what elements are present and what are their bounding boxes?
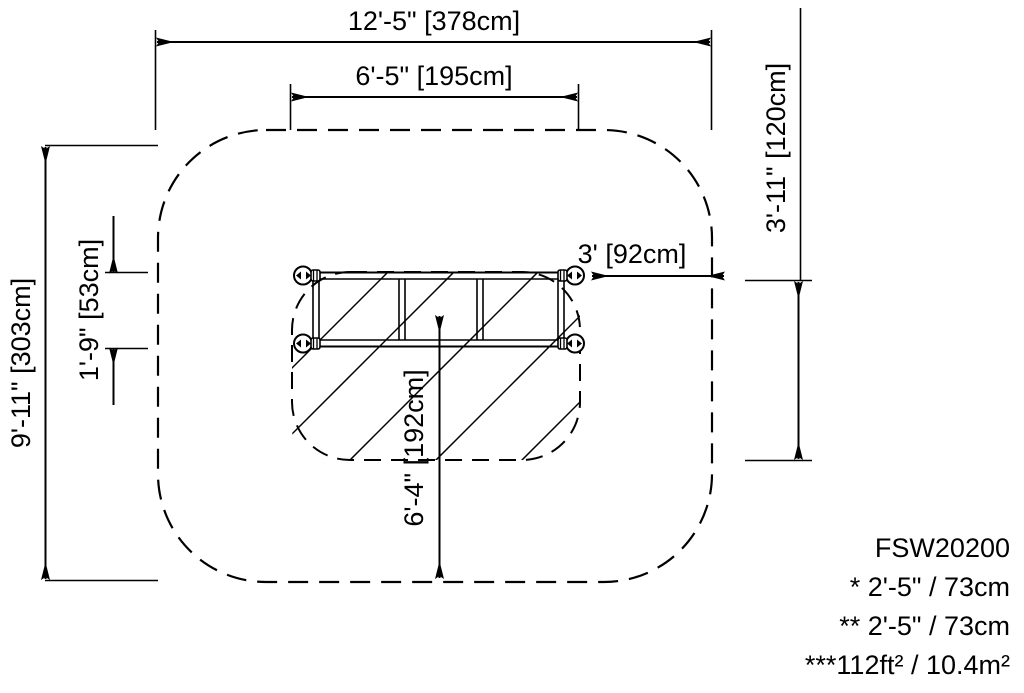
dimension-top-offset-label: 1'-9" [53cm] [74,239,104,381]
notes-block: FSW20200 * 2'-5" / 73cm ** 2'-5" / 73cm … [805,533,1010,680]
note-line-3: ***112ft² / 10.4m² [805,650,1010,680]
dimension-side-clearance: 3' [92cm] [578,239,725,281]
dimension-equipment-width-label: 6'-5" [195cm] [355,61,512,91]
model-number-label: FSW20200 [875,533,1010,563]
dimension-right-clearance: 3'-11" [120cm] [745,8,812,462]
note-line-2: ** 2'-5" / 73cm [839,611,1010,641]
dimension-equipment-width: 6'-5" [195cm] [289,61,580,130]
hatch-pattern [292,272,580,460]
post-fitting-bottom-left [293,333,321,354]
post-fitting-top-right [557,265,585,286]
post-fitting-top-left [293,265,321,286]
dimension-side-clearance-label: 3' [92cm] [578,239,687,269]
dimension-front-clearance-label: 6'-4" [192cm] [399,369,429,526]
dimension-overall-width-label: 12'-5" [378cm] [348,6,520,36]
dimension-top-offset: 1'-9" [53cm] [74,216,148,405]
dimension-right-clearance-label: 3'-11" [120cm] [761,63,791,233]
dimension-overall-width: 12'-5" [378cm] [154,6,713,130]
equipment-footprint-zone [291,271,581,461]
dimension-overall-depth-label: 9'-11" [303cm] [6,278,36,448]
use-zone-outline [156,128,714,584]
dimension-front-clearance: 6'-4" [192cm] [399,315,444,579]
dimension-overall-depth: 9'-11" [303cm] [6,144,158,582]
post-fitting-bottom-right [557,333,585,354]
note-line-1: * 2'-5" / 73cm [850,572,1010,602]
